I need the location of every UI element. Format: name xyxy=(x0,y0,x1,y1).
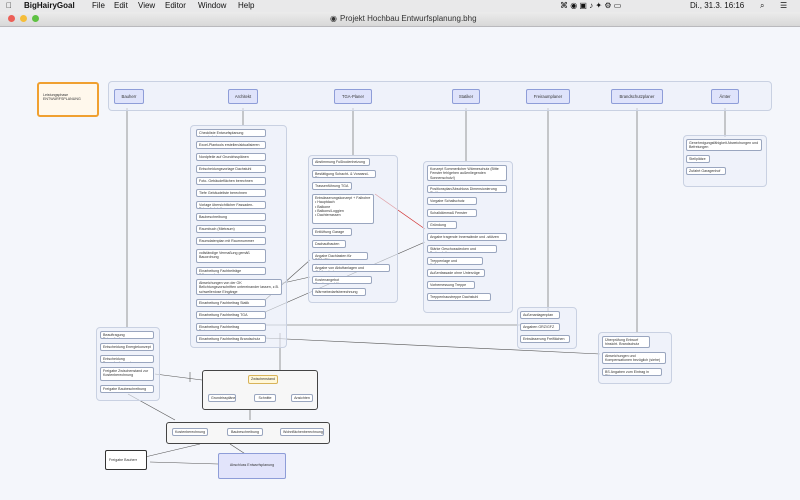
list-item[interactable]: Überprüfung Entwurf hinsicht. Brandschut… xyxy=(602,336,650,348)
list-item[interactable]: Raumbuch (Mietraum) xyxy=(196,225,266,233)
list-item[interactable]: Wärmebedarfsberechnung xyxy=(312,288,366,296)
list-item[interactable]: Freigabe Baubeschreibung xyxy=(100,385,154,393)
list-item[interactable]: Angabe tragende Innenwände und -stützen xyxy=(427,233,507,241)
list-item[interactable]: Einarbeitung Fachbeitrag Freiraumplaner xyxy=(196,323,266,331)
lane-architekt xyxy=(190,125,287,348)
list-item[interactable]: Freigabe Zwischenstand zur Kostenberechn… xyxy=(100,367,154,381)
header-aemter[interactable]: Ämter xyxy=(711,89,739,104)
header-architekt[interactable]: Architekt xyxy=(228,89,258,104)
diagram-canvas[interactable]: Leistungsphase ENTWURFSPLANUNG Bauherr A… xyxy=(0,27,800,500)
header-statiker[interactable]: Statiker xyxy=(452,89,480,104)
list-item[interactable]: Dachaufbauten xyxy=(312,240,346,248)
list-item[interactable]: Tiefe Gebäudeliste berechnen xyxy=(196,189,266,197)
app-name-menu[interactable]: BigHairyGoal xyxy=(24,1,75,10)
list-item[interactable]: Excel-Plantools erstellen/aktualisieren xyxy=(196,141,266,149)
menu-window[interactable]: Window xyxy=(198,1,227,10)
list-item[interactable]: Treppenlage und Kellergeschoss xyxy=(427,257,483,265)
list-item[interactable]: Wohnflächenberechnung xyxy=(280,428,324,436)
document-icon: ◉ xyxy=(330,14,337,23)
list-item[interactable]: Einarbeitung Fachbeitrag Statik xyxy=(196,299,266,307)
header-freiraumplaner[interactable]: Freiraumplaner xyxy=(526,89,570,104)
list-item[interactable]: Einarbeitung Fachbeitrag TGA xyxy=(196,311,266,319)
zoom-button[interactable] xyxy=(32,15,39,22)
list-item[interactable]: Gründung xyxy=(427,221,457,229)
menu-view[interactable]: View xyxy=(138,1,156,10)
menu-editor[interactable]: Editor xyxy=(165,1,186,10)
sub-item: • Hauptdach xyxy=(315,200,335,205)
list-item[interactable]: Ansichten xyxy=(291,394,313,402)
list-item[interactable]: Foto- Gebäudeflächen berechnen xyxy=(196,177,266,185)
list-item[interactable]: Beauftragung Entwurfsplanung xyxy=(100,331,154,339)
list-item[interactable]: Entscheidung Fassadenkonzept xyxy=(100,355,154,363)
list-item[interactable]: Zufahrt Garagenhof xyxy=(686,167,726,175)
list-item[interactable]: Grundrisspläne xyxy=(208,394,236,402)
minimize-button[interactable] xyxy=(20,15,27,22)
status-clock[interactable]: Di., 31.3. 16:16 xyxy=(690,1,745,10)
header-brandschutzplaner[interactable]: Brandschutzplaner xyxy=(611,89,663,104)
list-item[interactable]: Entscheidung Energiekonzept xyxy=(100,343,154,351)
task-title: Entwässerungskonzept + Fallrohre xyxy=(315,196,371,200)
header-tga-planer[interactable]: TGA-Planer xyxy=(334,89,372,104)
list-item[interactable]: Entwässerung Freiflächen xyxy=(520,335,570,343)
list-item[interactable]: Entwässerungskonzept + Fallrohre • Haupt… xyxy=(312,194,374,224)
list-item[interactable]: Positionsplan/Abschluss Dimensionierung … xyxy=(427,185,507,193)
list-item[interactable]: Abweichungen von der OK Belichtungsvorsc… xyxy=(196,279,282,295)
zwischenstand-title[interactable]: Zwischenstand xyxy=(248,375,278,384)
list-item[interactable]: Abweichungen und Kompensationen bezüglic… xyxy=(602,352,666,364)
header-lane xyxy=(108,81,772,111)
list-icon[interactable]: ☰ xyxy=(780,1,788,10)
list-item[interactable]: Trassenführung TGA xyxy=(312,182,352,190)
apple-icon[interactable]:  xyxy=(6,1,12,10)
window-titlebar: ◉ Projekt Hochbau Entwurfsplanung.bhg xyxy=(0,12,800,27)
list-item[interactable]: Angabe Dachlasten für TGA+PV xyxy=(312,252,368,260)
list-item[interactable]: Entlüftung Garage xyxy=(312,228,352,236)
abschluss-entwurfsplanung[interactable]: Abschluss Entwurfsplanung xyxy=(218,453,286,479)
list-item[interactable]: Außenanlagenplan xyxy=(520,311,560,319)
sub-item: • Dachterrassen xyxy=(315,213,341,218)
list-item[interactable]: Schnitte xyxy=(254,394,276,402)
list-item[interactable]: Kostenangebot Sonderanschlüsse xyxy=(312,276,372,284)
list-item[interactable]: vollständige Vermaßung gemäß Bauordnung xyxy=(196,249,266,263)
list-item[interactable]: Schalldämmaß Fenster xyxy=(427,209,477,217)
list-item[interactable]: Kostenberechnung xyxy=(172,428,208,436)
status-icons[interactable]: ⌘ ◉ ▣ ♪ ✦ ⚙ ▭ xyxy=(560,1,622,10)
list-item[interactable]: Raumdatenplan mit Raumnummer xyxy=(196,237,266,245)
list-item[interactable]: Entscheidungsvorlage Dachstuhl xyxy=(196,165,266,173)
list-item[interactable]: Konzept Sommerlicher Wärmeschutz (Bitte … xyxy=(427,165,507,181)
list-item[interactable]: Stellplätze xyxy=(686,155,710,163)
menu-help[interactable]: Help xyxy=(238,1,255,10)
list-item[interactable]: Vorlage übersichtlicher Fassaden-Entwurf… xyxy=(196,201,266,209)
list-item[interactable]: Checkliste Entwurfsplanung herunterladen xyxy=(196,129,266,137)
list-item[interactable]: Bestätigung Schacht- & Vorwand-Dimension… xyxy=(312,170,376,178)
sub-item: • Balkons/Loggien xyxy=(315,208,344,213)
menu-file[interactable]: File xyxy=(92,1,105,10)
list-item[interactable]: Angabe von Abluftanlagen und Abhängdecke… xyxy=(312,264,390,272)
window-title: Projekt Hochbau Entwurfsplanung.bhg xyxy=(340,14,477,23)
list-item[interactable]: Einarbeitung Fachbeiträge Wärmeschutz xyxy=(196,267,266,275)
list-item[interactable]: BS Angaben zum Eintrag in Pläne xyxy=(602,368,662,376)
list-item[interactable]: Baubeschreibung xyxy=(227,428,263,436)
menu-edit[interactable]: Edit xyxy=(114,1,128,10)
list-item[interactable]: Angaben GRZ/GFZ xyxy=(520,323,560,331)
list-item[interactable]: Einarbeitung Fachbeitrag Brandschutz xyxy=(196,335,266,343)
search-icon[interactable]: ⌕ xyxy=(760,1,765,10)
list-item[interactable]: Baubeschreibung xyxy=(196,213,266,221)
list-item[interactable]: Genehmigungsfähigkeit Abweichungen und B… xyxy=(686,139,762,151)
list-item[interactable]: Außenfassade ohne Unterzüge xyxy=(427,269,485,277)
list-item[interactable]: Vorgabe Schallschutz xyxy=(427,197,477,205)
header-bauherr[interactable]: Bauherr xyxy=(114,89,144,104)
list-item[interactable]: Vorbemessung Treppe xyxy=(427,281,475,289)
list-item[interactable]: Treppenhaustreppe Dachstuhl xyxy=(427,293,491,301)
phase-box[interactable]: Leistungsphase ENTWURFSPLANUNG xyxy=(37,82,99,117)
list-item[interactable]: Abstimmung Fußbodenheizung xyxy=(312,158,370,166)
sub-item: • Balkone xyxy=(315,204,331,209)
freigabe-bauherr[interactable]: Freigabe Bauherr xyxy=(105,450,147,470)
list-item[interactable]: Stärke Geschossdecken und Bodenplatte xyxy=(427,245,497,253)
close-button[interactable] xyxy=(8,15,15,22)
list-item[interactable]: Nordpfeile auf Grundrissplänen xyxy=(196,153,266,161)
